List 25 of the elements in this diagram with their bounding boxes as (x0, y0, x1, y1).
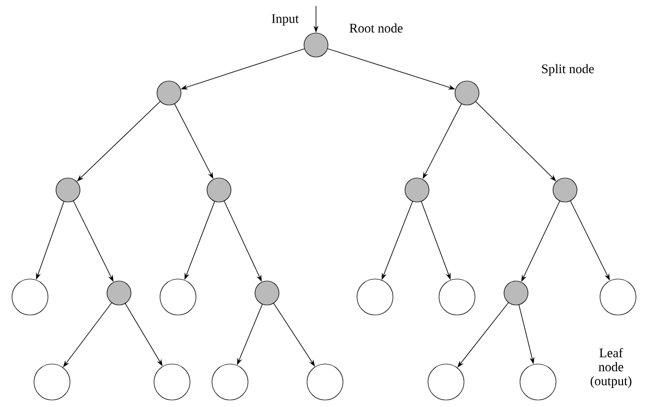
leaf-node-circle (520, 364, 556, 400)
leaf-node-circle (212, 364, 248, 400)
leaf-node-circle (12, 278, 48, 316)
split-node-circle (206, 178, 232, 202)
leaf-node-circle (306, 364, 344, 400)
split-node-circle (504, 280, 528, 306)
node-label: Input (272, 14, 299, 26)
node-label: Root node (350, 23, 403, 33)
node-label: Leaf node (output) (590, 348, 632, 388)
leaf-node-circle (600, 278, 636, 316)
leaf-node-circle (438, 278, 476, 316)
split-node-circle (56, 178, 80, 202)
split-node-circle (552, 178, 578, 202)
split-node-circle (404, 178, 430, 202)
leaf-node-circle (160, 278, 196, 316)
leaf-node-circle (356, 278, 394, 316)
leaf-node-circle (34, 364, 70, 400)
split-node-circle (454, 80, 480, 106)
leaf-node-circle (154, 364, 190, 400)
leaf-node-circle (428, 364, 464, 400)
split-node-circle (254, 280, 280, 306)
split-node-circle (106, 280, 132, 306)
split-node-circle (156, 80, 182, 106)
split-node-circle (304, 32, 328, 58)
node-label: Split node (542, 64, 594, 76)
